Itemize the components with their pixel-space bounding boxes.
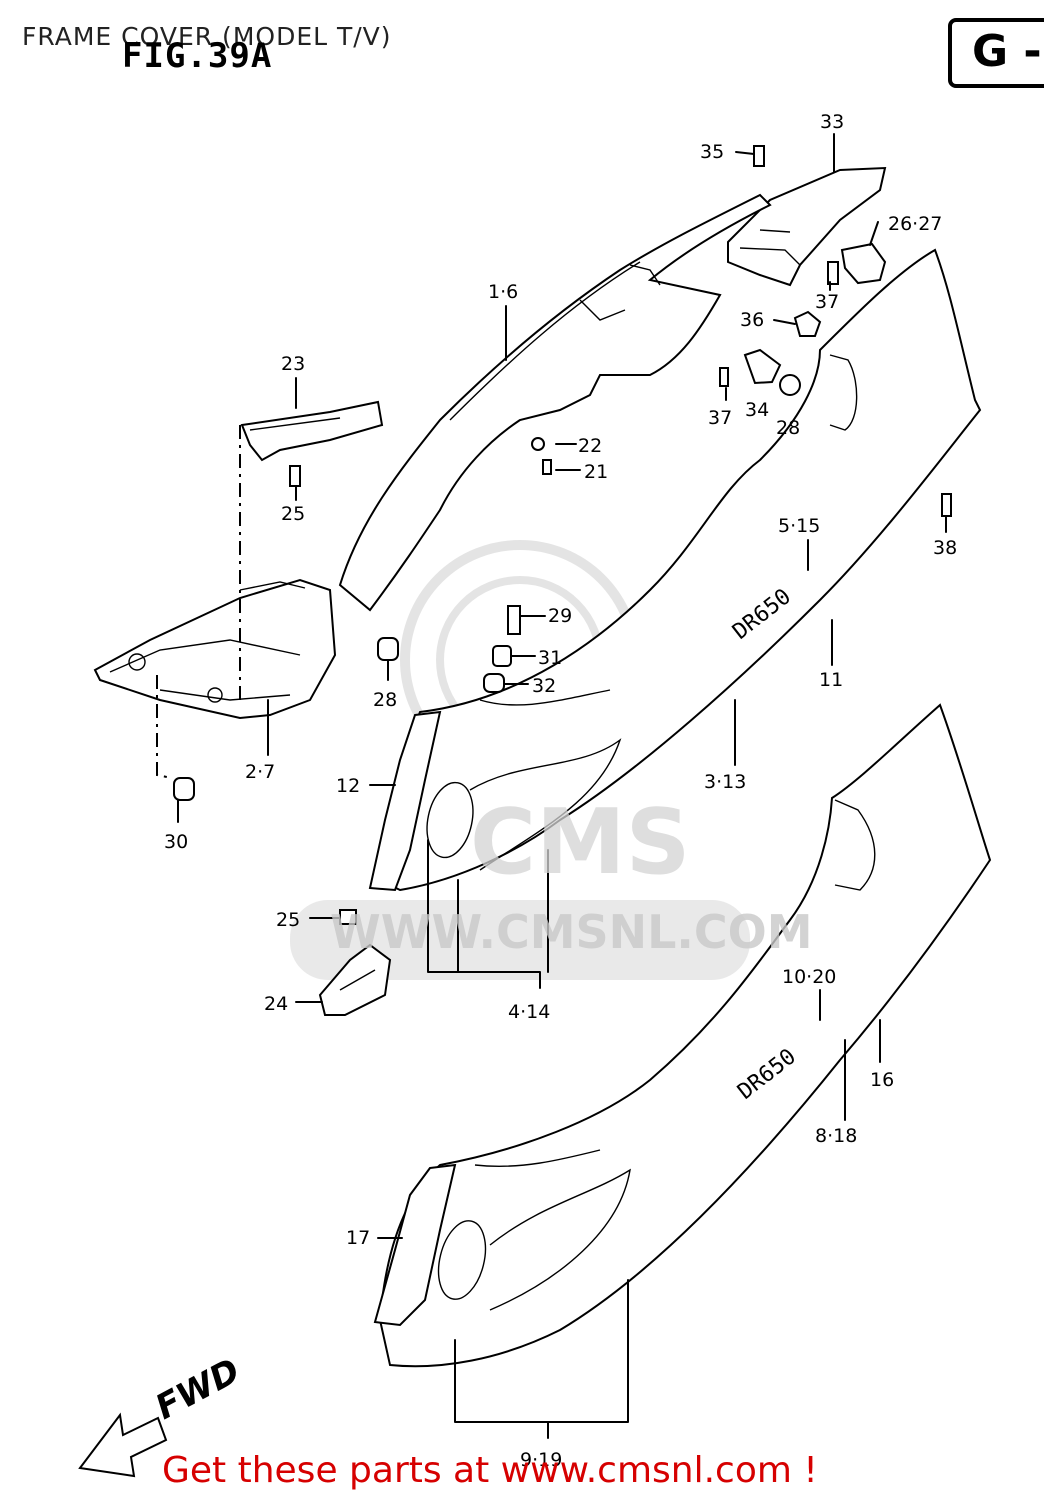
callout-37a: 37 [815, 291, 839, 313]
part-left-side-cover: DR650 [378, 248, 982, 892]
footer-cta-link[interactable]: Get these parts at www.cmsnl.com ! [162, 1450, 818, 1491]
figure-label: FIG.39A [122, 36, 273, 76]
callout-3-13: 3·13 [704, 771, 746, 793]
callout-2-7: 2·7 [245, 761, 275, 783]
part-front-panel-17 [373, 1163, 457, 1327]
callout-9-19: 9·19 [520, 1449, 562, 1471]
part-upper-tail-cover [338, 193, 772, 612]
callout-21: 21 [584, 461, 608, 483]
callout-26-27: 26·27 [888, 213, 942, 235]
group-code-box: G - [948, 18, 1044, 88]
part-front-panel-12 [368, 710, 442, 892]
page-title: FRAME COVER (MODEL T/V) [22, 22, 392, 51]
callout-10-20: 10·20 [782, 966, 836, 988]
callout-36: 36 [740, 309, 764, 331]
watermark-logo: CMS [470, 790, 691, 895]
callout-34: 34 [745, 399, 769, 421]
watermark-url: WWW.CMSNL.COM [330, 905, 813, 959]
callout-31: 31 [538, 647, 562, 669]
callout-38: 38 [933, 537, 957, 559]
callout-1-6: 1·6 [488, 281, 518, 303]
part-front-tray [93, 578, 337, 720]
part-right-side-cover: DR650 [378, 703, 992, 1368]
callout-29: 29 [548, 605, 572, 627]
part-bracket-24 [318, 943, 392, 1016]
callout-32: 32 [532, 675, 556, 697]
callout-25b: 25 [276, 909, 300, 931]
part-bracket-23 [240, 400, 384, 462]
group-code: G - [972, 26, 1042, 77]
callout-22: 22 [578, 435, 602, 457]
part-rear-cowl [727, 166, 887, 287]
callout-16: 16 [870, 1069, 894, 1091]
callout-28b: 28 [373, 689, 397, 711]
callout-30: 30 [164, 831, 188, 853]
callout-11: 11 [819, 669, 843, 691]
hardware-parts [173, 145, 952, 925]
callout-12: 12 [336, 775, 360, 797]
callout-28a: 28 [776, 417, 800, 439]
callout-23: 23 [281, 353, 305, 375]
callout-25a: 25 [281, 503, 305, 525]
callout-24: 24 [264, 993, 288, 1015]
leader-lines [156, 133, 947, 1439]
fwd-arrow-icon [78, 1412, 168, 1478]
callout-8-18: 8·18 [815, 1125, 857, 1147]
callout-17: 17 [346, 1227, 370, 1249]
callout-5-15: 5·15 [778, 515, 820, 537]
callout-33: 33 [820, 111, 844, 133]
callout-labels: 33 35 26·27 1·6 37 36 23 37 34 28 22 21 … [164, 111, 957, 1471]
callout-35: 35 [700, 141, 724, 163]
callout-37b: 37 [708, 407, 732, 429]
callout-4-14: 4·14 [508, 1001, 550, 1023]
